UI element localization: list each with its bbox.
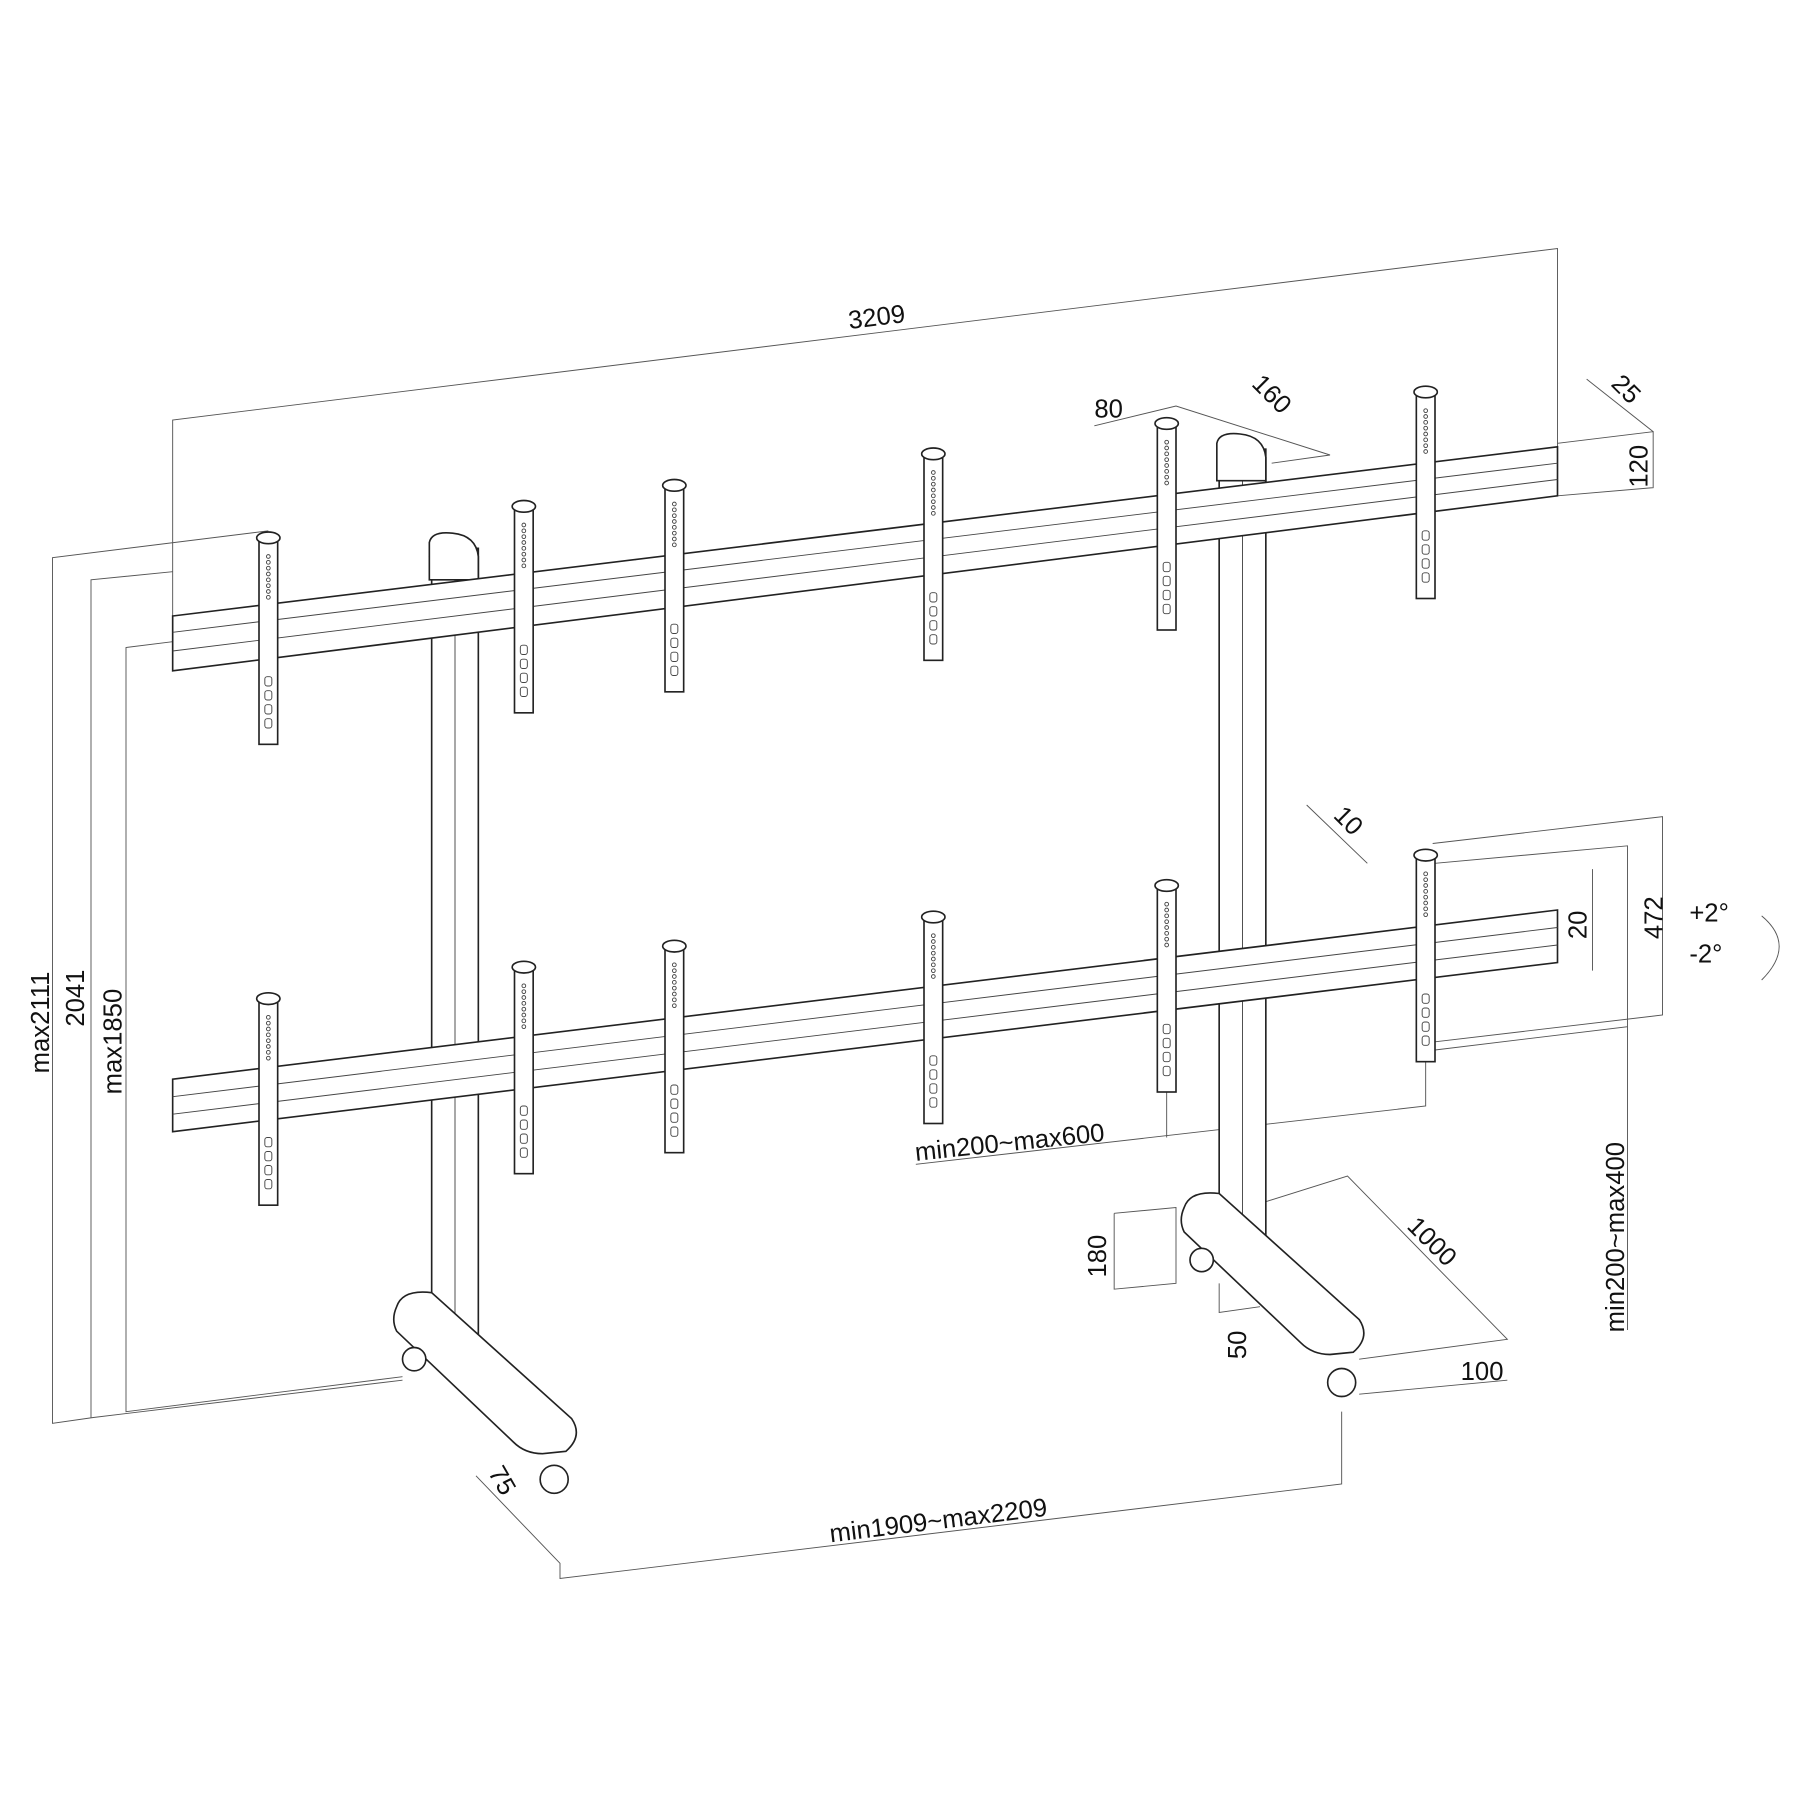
label-base-length: 1000 <box>1402 1212 1462 1272</box>
label-bracket-spacing: min200~max400 <box>1602 1142 1630 1332</box>
top-rail <box>171 445 1559 672</box>
mounting-bracket <box>255 992 281 1206</box>
label-tilt-plus: +2° <box>1689 900 1729 928</box>
label-base-height: 180 <box>1084 1235 1112 1278</box>
mounting-bracket <box>511 499 537 714</box>
right-base <box>1180 1192 1365 1398</box>
label-rail-height: 120 <box>1625 445 1653 488</box>
label-rail-depth: 160 <box>1246 369 1296 419</box>
mounting-bracket <box>255 531 281 746</box>
label-rail-shift: 20 <box>1565 911 1593 940</box>
label-bracket-height: 472 <box>1641 896 1669 939</box>
mounting-bracket <box>511 960 537 1175</box>
label-caster-offset: 75 <box>482 1461 521 1500</box>
mounting-bracket <box>661 939 687 1154</box>
label-overall-width: 3209 <box>847 300 907 335</box>
label-max-height: max2111 <box>27 972 55 1074</box>
label-rail-offset: 80 <box>1094 396 1123 424</box>
mounting-bracket <box>1154 416 1180 631</box>
mounting-bracket <box>920 447 946 662</box>
bottom-rail <box>171 909 1559 1133</box>
label-tilt-minus: -2° <box>1689 940 1722 968</box>
mounting-bracket <box>920 910 946 1125</box>
right-upright <box>1216 432 1267 1255</box>
mounting-bracket <box>661 478 687 693</box>
dimension-lines <box>52 247 1780 1580</box>
mounting-bracket <box>1154 878 1180 1093</box>
label-rail-thickness: 25 <box>1606 369 1646 409</box>
label-height: 2041 <box>62 970 90 1027</box>
mounting-brackets <box>255 385 1439 1206</box>
label-rail-spacing: min200~max600 <box>914 1119 1106 1167</box>
label-depth-adjust: 10 <box>1328 801 1368 841</box>
label-base-width: 100 <box>1461 1358 1504 1386</box>
mounting-bracket <box>1413 385 1439 600</box>
label-max-rail-height: max1850 <box>99 989 127 1095</box>
left-upright <box>428 531 480 1355</box>
left-base <box>392 1291 578 1495</box>
label-pillar-distance: min1909~max2209 <box>828 1494 1049 1548</box>
label-base-gap: 50 <box>1224 1331 1252 1360</box>
mounting-bracket <box>1413 848 1439 1063</box>
